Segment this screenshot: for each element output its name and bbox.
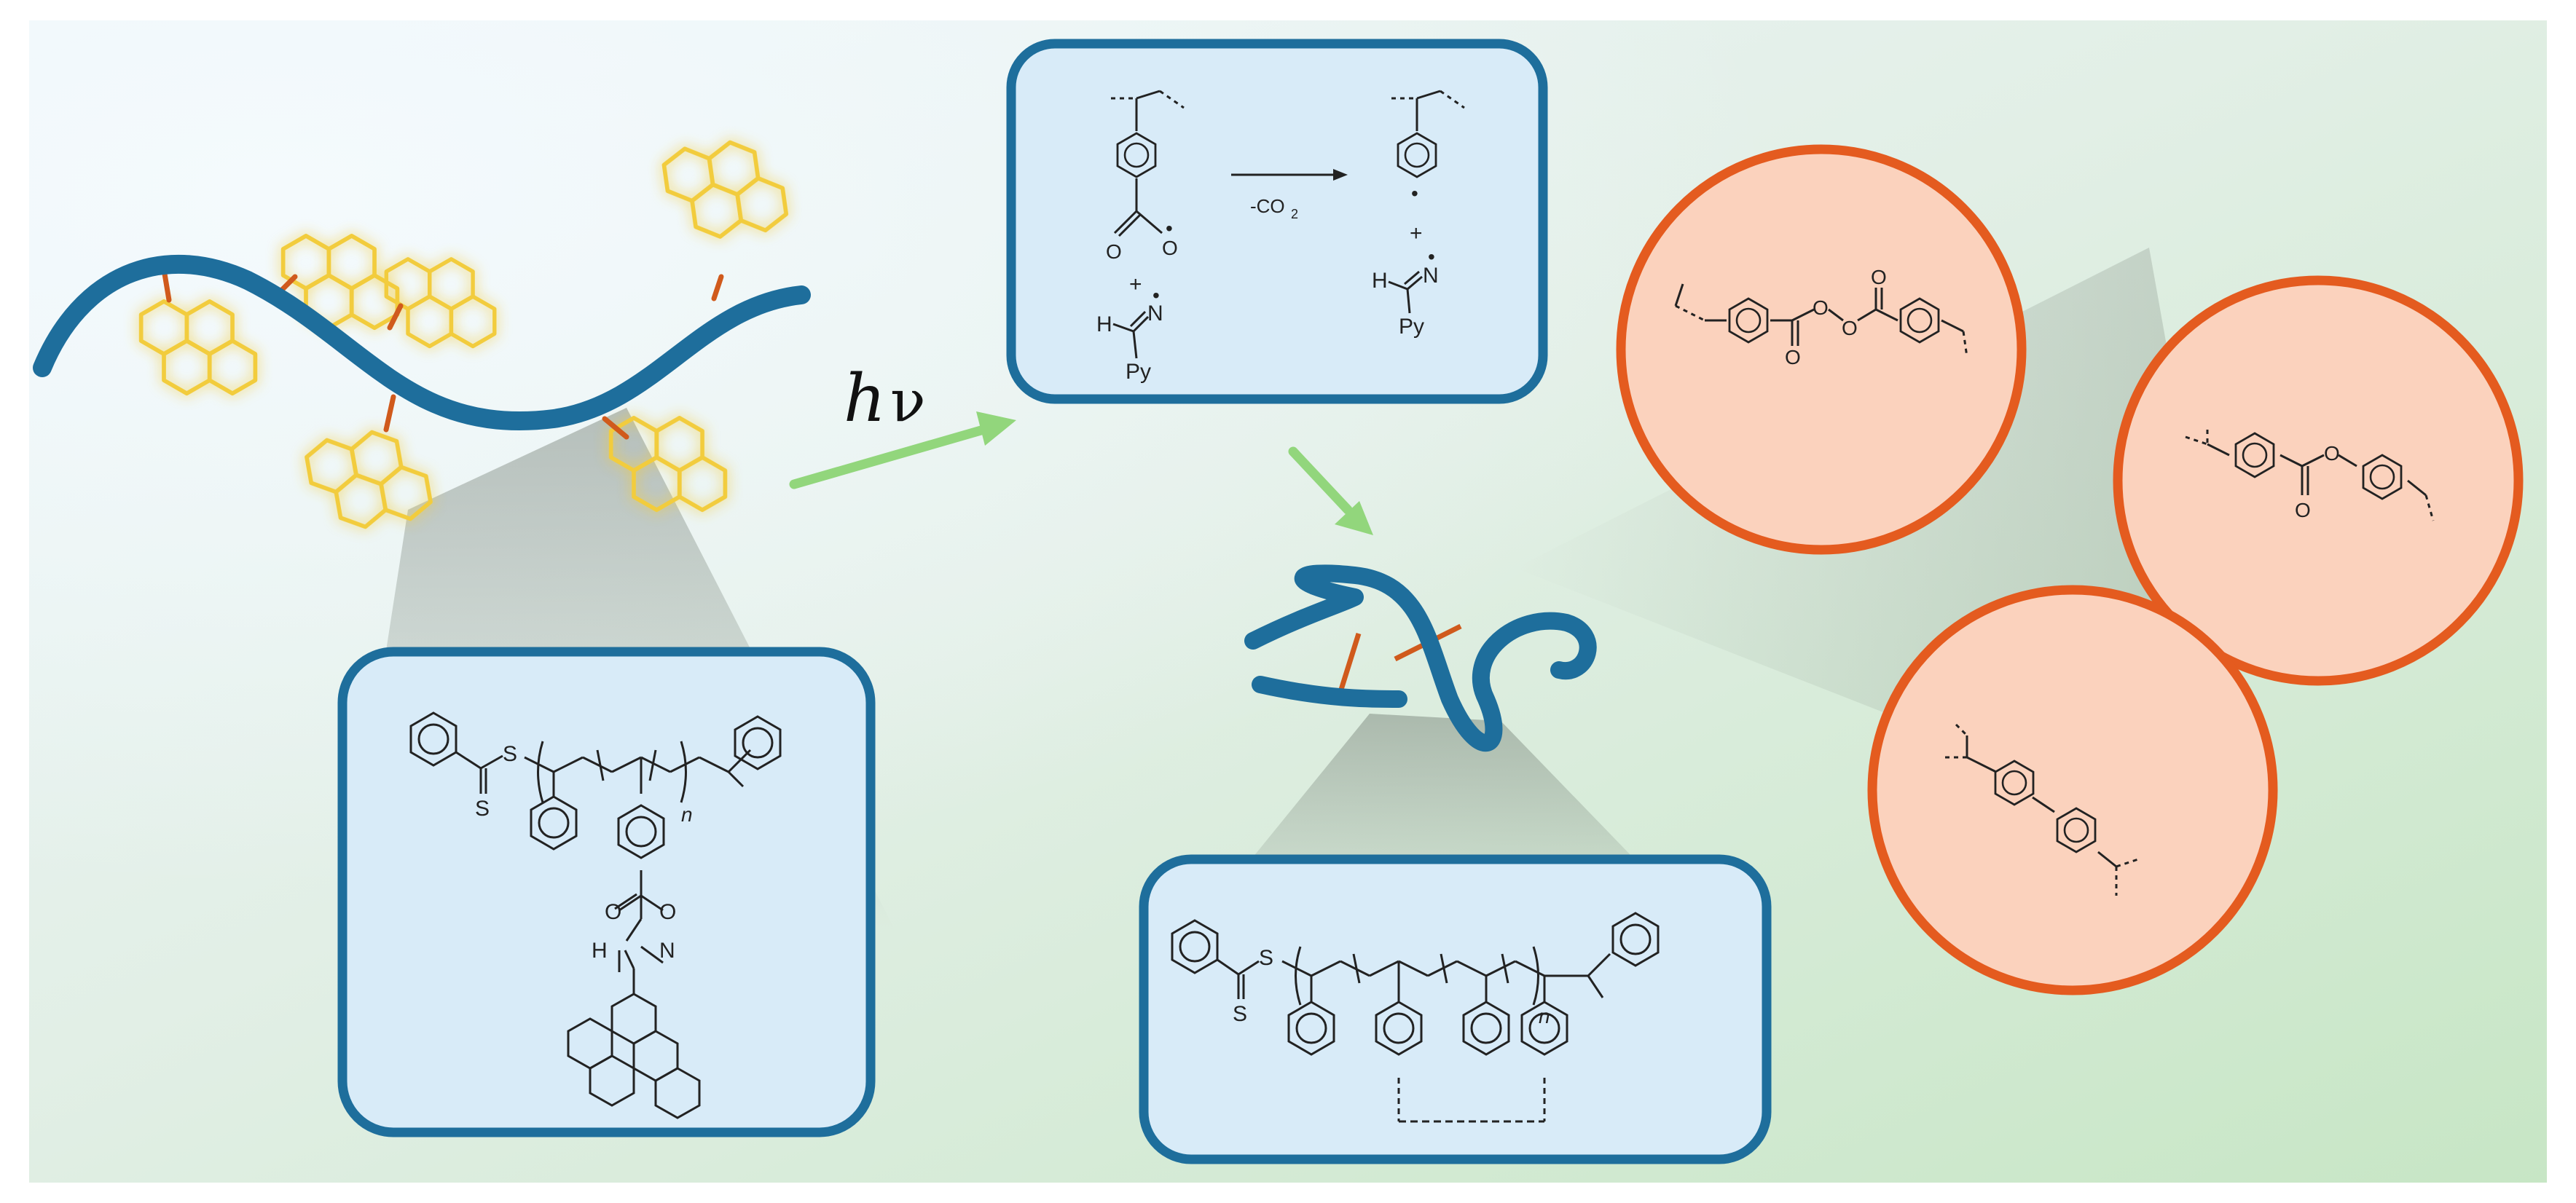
svg-text:O: O — [1842, 317, 1858, 339]
svg-text:O: O — [1813, 296, 1829, 319]
svg-text:H: H — [1096, 312, 1112, 336]
svg-text:O: O — [1162, 237, 1178, 259]
product-circle-ester: O O — [2113, 275, 2524, 686]
svg-text:•: • — [1411, 182, 1418, 205]
polymer-structure-panel: S S n O O H N — [337, 647, 876, 1137]
svg-text:-CO: -CO — [1250, 195, 1285, 217]
product-circle-peroxide: O O O O — [1616, 144, 2027, 555]
svg-text:O: O — [2324, 442, 2340, 465]
svg-text:N: N — [1423, 264, 1439, 288]
hv-label-nu: ν — [890, 367, 926, 435]
svg-text:S: S — [475, 797, 490, 821]
hv-arrow — [789, 411, 1016, 489]
svg-text:Py: Py — [1399, 315, 1424, 339]
svg-text:O: O — [659, 900, 676, 924]
svg-text:•: • — [1428, 245, 1435, 268]
svg-text:H: H — [1372, 269, 1388, 293]
product-circle-biphenyl — [1867, 585, 2278, 995]
svg-text:•: • — [1152, 284, 1160, 307]
svg-text:O: O — [1785, 346, 1801, 368]
svg-text:O: O — [605, 900, 621, 924]
svg-text:H: H — [592, 939, 608, 963]
svg-text:S: S — [1233, 1002, 1247, 1026]
crosslinked-chain — [1244, 564, 1597, 752]
hv-label: h — [844, 360, 886, 437]
reaction-panel: O O • -CO 2 + H N • Py • + H N • Py — [1006, 39, 1548, 404]
svg-text:2: 2 — [1291, 207, 1298, 221]
svg-text:O: O — [2295, 499, 2311, 521]
svg-text:n: n — [681, 803, 693, 826]
svg-text:N: N — [1147, 301, 1163, 326]
crosslinked-structure-panel: S S n — [1139, 854, 1772, 1164]
svg-text:O: O — [1871, 266, 1887, 288]
svg-text:N: N — [659, 939, 675, 963]
svg-text:S: S — [1259, 946, 1273, 970]
svg-text:+: + — [1410, 221, 1423, 245]
polymer-chain-start — [33, 136, 811, 535]
svg-text:O: O — [1106, 240, 1122, 263]
svg-text:•: • — [1166, 217, 1173, 240]
svg-text:+: + — [1129, 272, 1142, 296]
svg-text:S: S — [503, 742, 517, 766]
svg-text:n: n — [1539, 1005, 1550, 1028]
reaction-arrow-down — [1288, 446, 1373, 535]
svg-text:Py: Py — [1126, 360, 1151, 384]
